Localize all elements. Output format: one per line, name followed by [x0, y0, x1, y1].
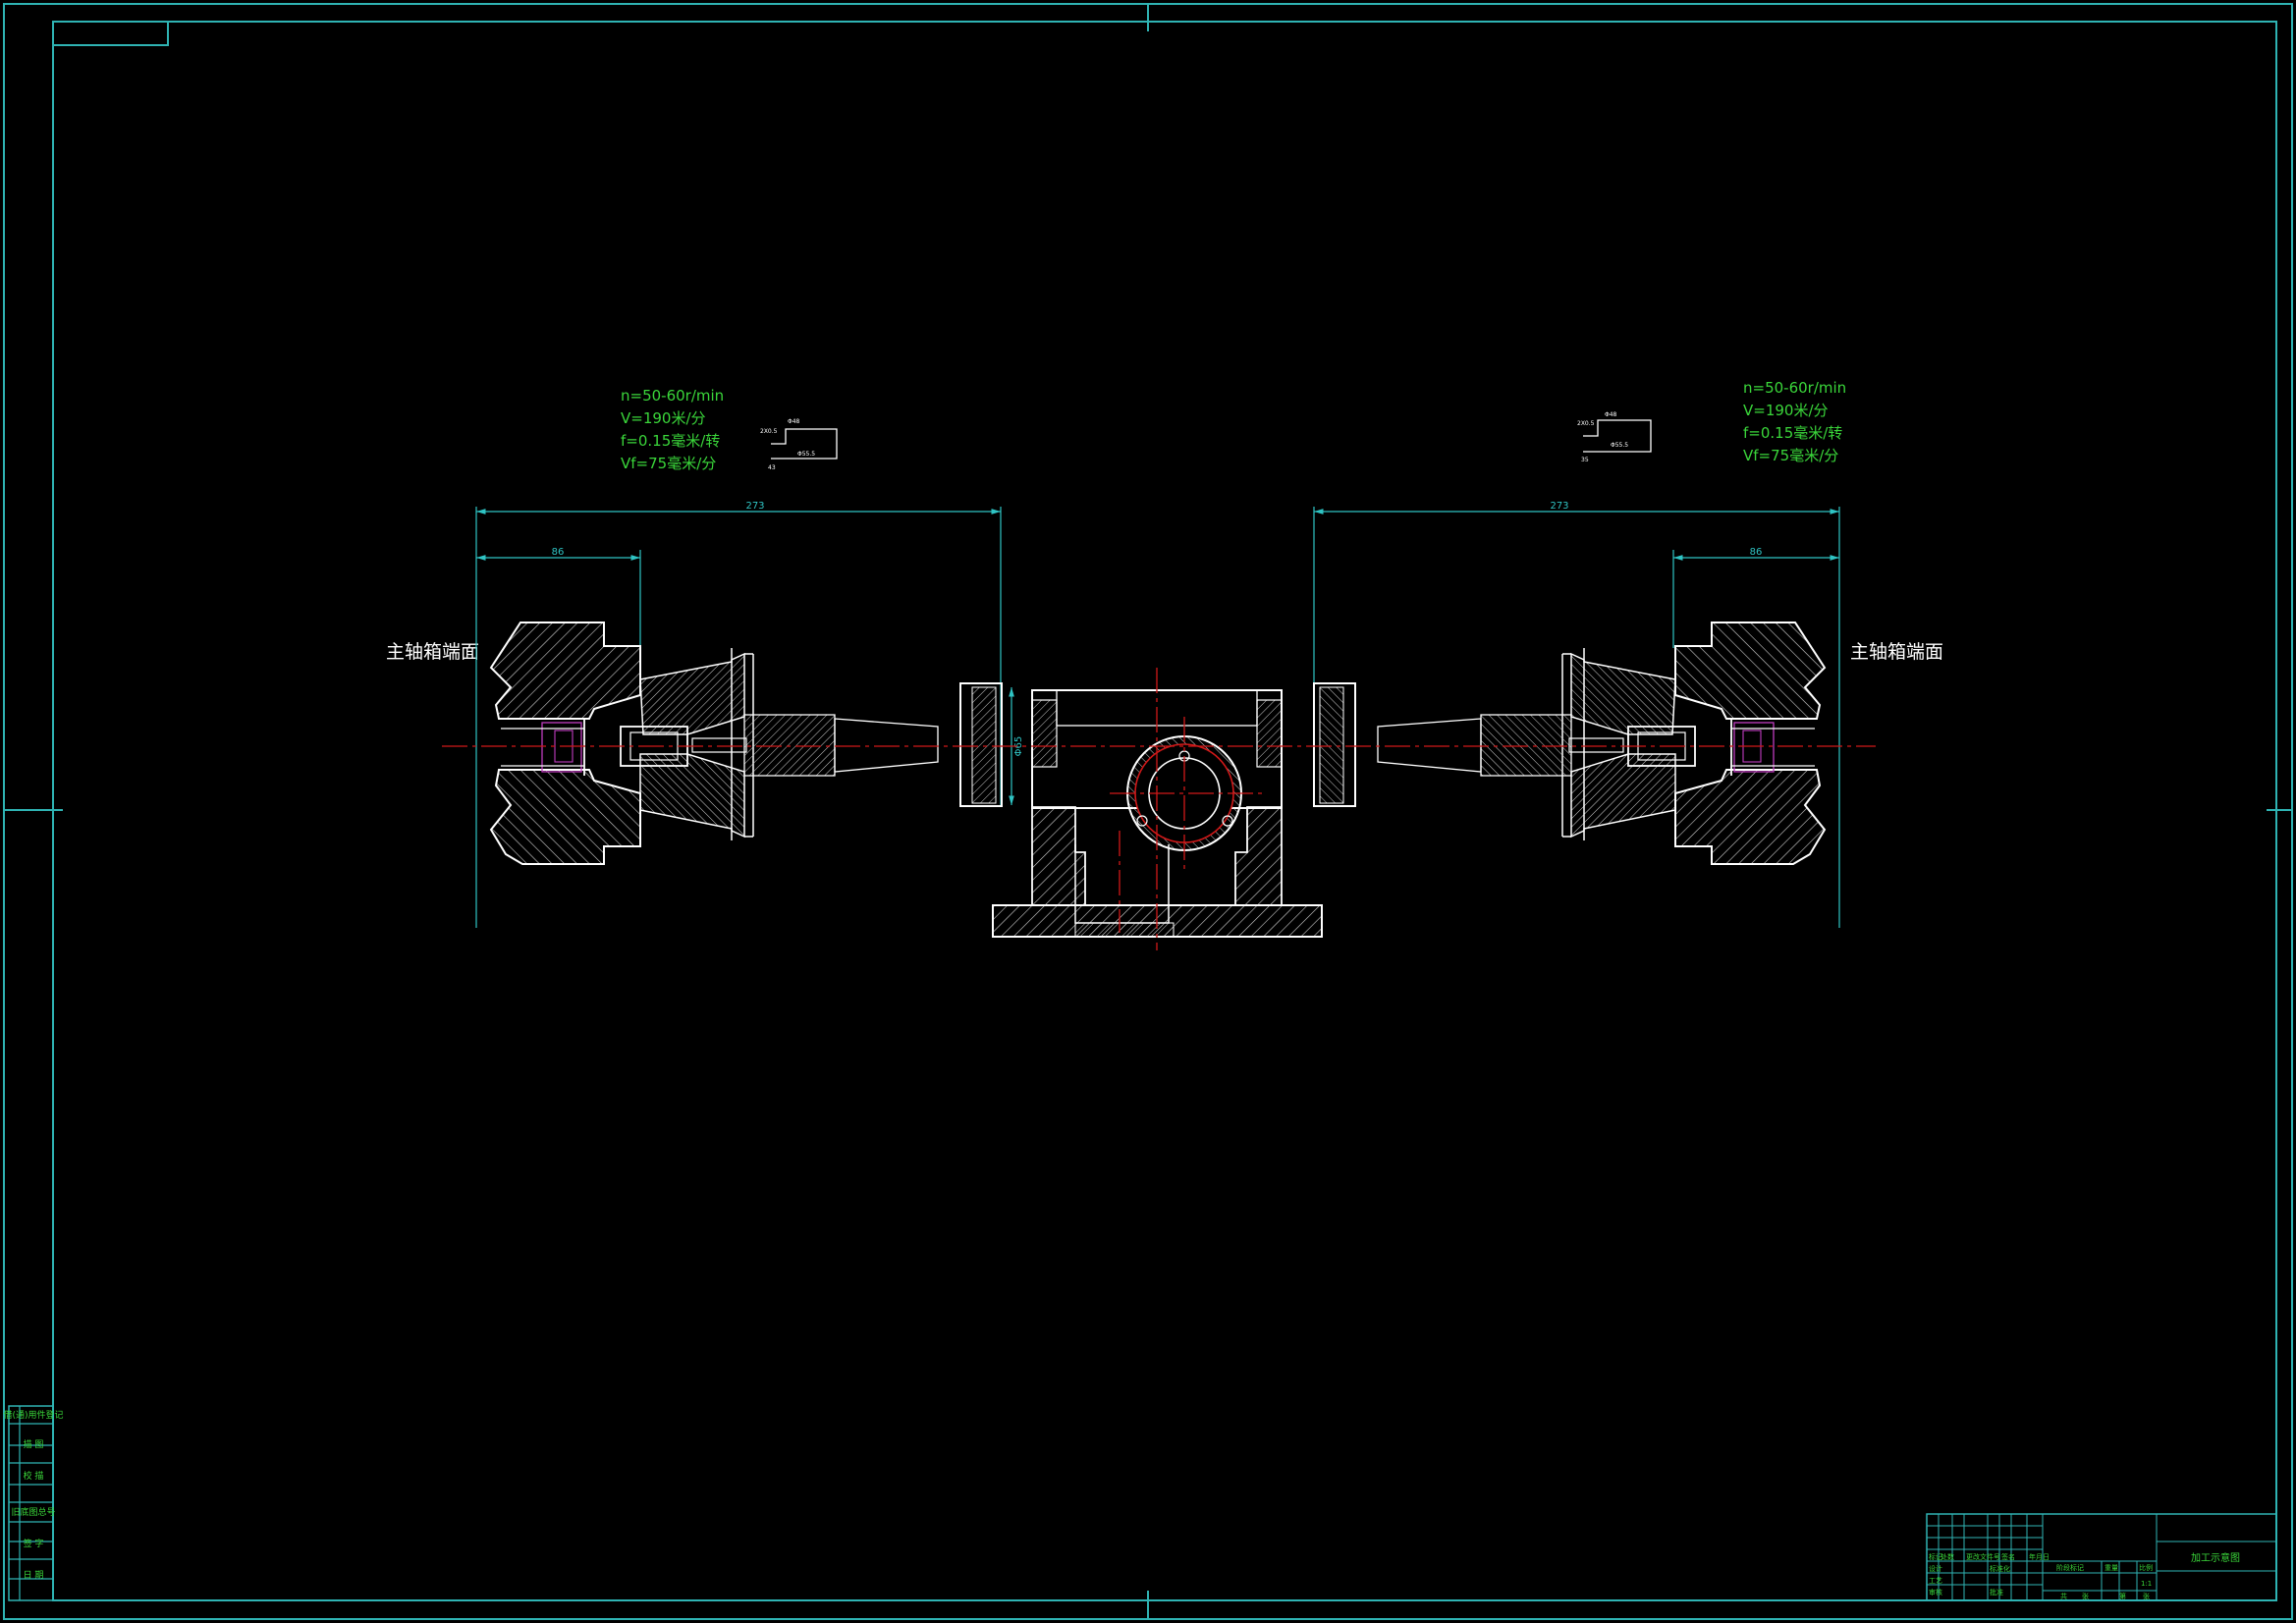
title-row-label: 更改文件号 [1966, 1552, 2000, 1561]
sketch-label: 2X0.5 [1577, 420, 1595, 427]
side-table-cell: 日 期 [24, 1570, 44, 1581]
side-registration-table: 借(通)用件登记 描 图 校 描 旧底图总号 签 字 日 期 [3, 1405, 64, 1601]
drawing-title: 加工示意图 [2191, 1551, 2240, 1564]
sketch-label: Φ55.5 [797, 451, 815, 458]
center-lines [442, 668, 1876, 950]
params-left: n=50-60r/min V=190米/分 f=0.15毫米/转 Vf=75毫米… [621, 387, 724, 472]
title-stage: 阶段标记 [2056, 1563, 2084, 1572]
sketch-label: Φ48 [788, 418, 800, 425]
profile-sketch-right: Φ48 2X0.5 Φ55.5 35 [1577, 411, 1652, 463]
title-row-label: 年月日 [2029, 1552, 2050, 1561]
spindle-box-face-label-right: 主轴箱端面 [1850, 641, 1943, 663]
param-speed: n=50-60r/min [1743, 379, 1846, 397]
title-sheet: 张 [2143, 1592, 2150, 1600]
title-block: 标记 处数 更改文件号 签名 年月日 设计 标准化 审核 工艺 批准 阶段标记 … [1926, 1513, 2277, 1601]
title-row-label: 设计 [1929, 1564, 1942, 1573]
sheet-frame [3, 3, 2293, 1620]
side-table-cell: 描 图 [24, 1438, 44, 1450]
title-weight: 重量 [2105, 1564, 2118, 1572]
title-row-label: 标记 [1929, 1552, 1942, 1561]
profile-sketch-left: Φ48 2X0.5 Φ55.5 43 [760, 418, 838, 471]
title-row-label: 签名 [2001, 1552, 2015, 1561]
sketch-label: Φ55.5 [1611, 442, 1628, 449]
param-feed: f=0.15毫米/转 [1743, 424, 1842, 442]
title-ratio: 比例 [2139, 1563, 2153, 1572]
side-table-cell: 旧底图总号 [11, 1506, 55, 1518]
title-scale: 1:1 [2141, 1580, 2152, 1588]
spindle-assembly-right [1313, 622, 1827, 865]
dim-right-inner: 86 [1750, 547, 1763, 558]
title-row-label: 处数 [1941, 1552, 1954, 1561]
params-right: n=50-60r/min V=190米/分 f=0.15毫米/转 Vf=75毫米… [1743, 379, 1846, 464]
title-sheet: 第 [2119, 1592, 2126, 1600]
param-speed: n=50-60r/min [621, 387, 724, 405]
title-row-label: 审核 [1929, 1588, 1942, 1596]
param-velocity: V=190米/分 [621, 409, 706, 427]
title-sheet: 共 [2060, 1592, 2067, 1600]
sketch-label: Φ48 [1605, 411, 1617, 418]
spindle-box-face-label-left: 主轴箱端面 [386, 641, 479, 663]
dim-left-inner: 86 [552, 547, 565, 558]
param-feed-rate: Vf=75毫米/分 [621, 455, 716, 472]
param-feed: f=0.15毫米/转 [621, 432, 720, 450]
dim-right-overall: 273 [1550, 501, 1568, 512]
side-table-cell: 签 字 [24, 1538, 44, 1549]
title-row-label: 工艺 [1929, 1577, 1942, 1585]
param-feed-rate: Vf=75毫米/分 [1743, 447, 1838, 464]
sketch-label: 35 [1581, 457, 1589, 463]
side-table-cell: 借(通)用件登记 [3, 1409, 63, 1421]
dim-vertical: Φ65 [1013, 736, 1024, 757]
param-velocity: V=190米/分 [1743, 402, 1829, 419]
sketch-label: 43 [768, 464, 776, 471]
spindle-assembly-left [489, 622, 1003, 865]
side-table-cell: 校 描 [24, 1470, 44, 1482]
title-sheet: 张 [2082, 1592, 2089, 1600]
sketch-label: 2X0.5 [760, 428, 778, 435]
dim-left-overall: 273 [745, 501, 764, 512]
title-row-label: 批准 [1990, 1588, 2003, 1596]
title-row-label: 标准化 [1990, 1564, 2010, 1573]
